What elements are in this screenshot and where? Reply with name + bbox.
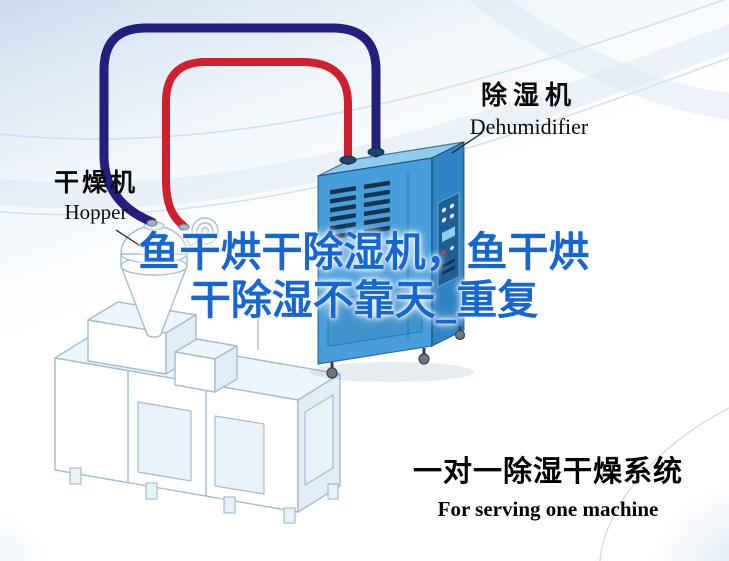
machine-door-side xyxy=(304,394,334,486)
bottom-caption-en: For serving one machine xyxy=(437,497,659,521)
leader-lines xyxy=(115,132,483,248)
blower-hub xyxy=(200,226,210,236)
caster-wheel xyxy=(326,367,338,379)
caster-wheel xyxy=(454,329,466,341)
hopper-assembly xyxy=(120,217,219,338)
dehumidifier-label-en: Dehumidifier xyxy=(469,114,589,139)
vent-grid xyxy=(327,171,423,347)
dry-air-hose-red xyxy=(162,58,352,230)
machine-leg xyxy=(327,483,339,500)
return-air-hose-navy xyxy=(99,23,381,227)
bottom-caption: 一对一除湿干燥系统 For serving one machine xyxy=(396,448,700,522)
hopper-label-en: Hopper xyxy=(64,200,128,224)
panel-button xyxy=(449,213,455,219)
machine-leg xyxy=(223,496,236,514)
machine-door-1 xyxy=(137,401,192,482)
machine-mid-box-side xyxy=(214,345,238,393)
hose-fitting xyxy=(178,223,190,231)
bottom-caption-cn: 一对一除湿干燥系统 xyxy=(412,454,683,488)
casters xyxy=(326,326,466,379)
dehumidifier-label: 除湿机 Dehumidifier xyxy=(450,75,608,140)
panel-button xyxy=(441,207,447,213)
hopper-label-cn: 干燥机 xyxy=(53,168,138,197)
sweep-line-bottomright xyxy=(599,407,729,561)
sweep-band-topright xyxy=(468,0,729,120)
blower-ring xyxy=(196,222,214,240)
watermark-line-2: 干除湿不靠天_重复 xyxy=(189,275,539,324)
hose-flange xyxy=(367,147,385,157)
hopper-leader-line xyxy=(115,229,143,248)
panel-button xyxy=(441,217,447,223)
dehumidifier-shadow xyxy=(310,362,474,382)
panel-button xyxy=(449,203,455,209)
machine-mid-box-front xyxy=(174,351,216,393)
control-panel xyxy=(437,191,460,288)
machine-leg xyxy=(145,482,158,500)
hose-fitting xyxy=(146,219,158,227)
machine-door-2 xyxy=(214,415,265,495)
machine-sensor-tip xyxy=(254,311,262,319)
machine-leg xyxy=(283,507,296,524)
machine-leg xyxy=(69,467,82,485)
panel-button xyxy=(450,245,454,251)
watermark-line-1: 鱼干烘干除湿机，鱼干烘 xyxy=(138,228,590,276)
dehumidifier-label-cn: 除湿机 xyxy=(480,81,577,111)
panel-slot xyxy=(442,265,455,276)
front-lower-recess xyxy=(327,284,423,347)
dehumidifier-unit xyxy=(310,141,474,382)
hose-flange xyxy=(339,155,357,165)
extruder-machine xyxy=(54,217,341,524)
panel-slot xyxy=(442,258,455,269)
panel-indicator xyxy=(442,249,446,255)
hopper-label: 干燥机 Hopper xyxy=(44,163,148,225)
caster-wheel xyxy=(418,353,430,365)
panel-display xyxy=(442,226,455,243)
air-hoses xyxy=(99,23,385,231)
machine-panel-seams xyxy=(127,371,207,496)
watermark-title: 鱼干烘干除湿机，鱼干烘 干除湿不靠天_重复 xyxy=(64,228,664,325)
dehumidifier-leader-line xyxy=(451,132,483,154)
